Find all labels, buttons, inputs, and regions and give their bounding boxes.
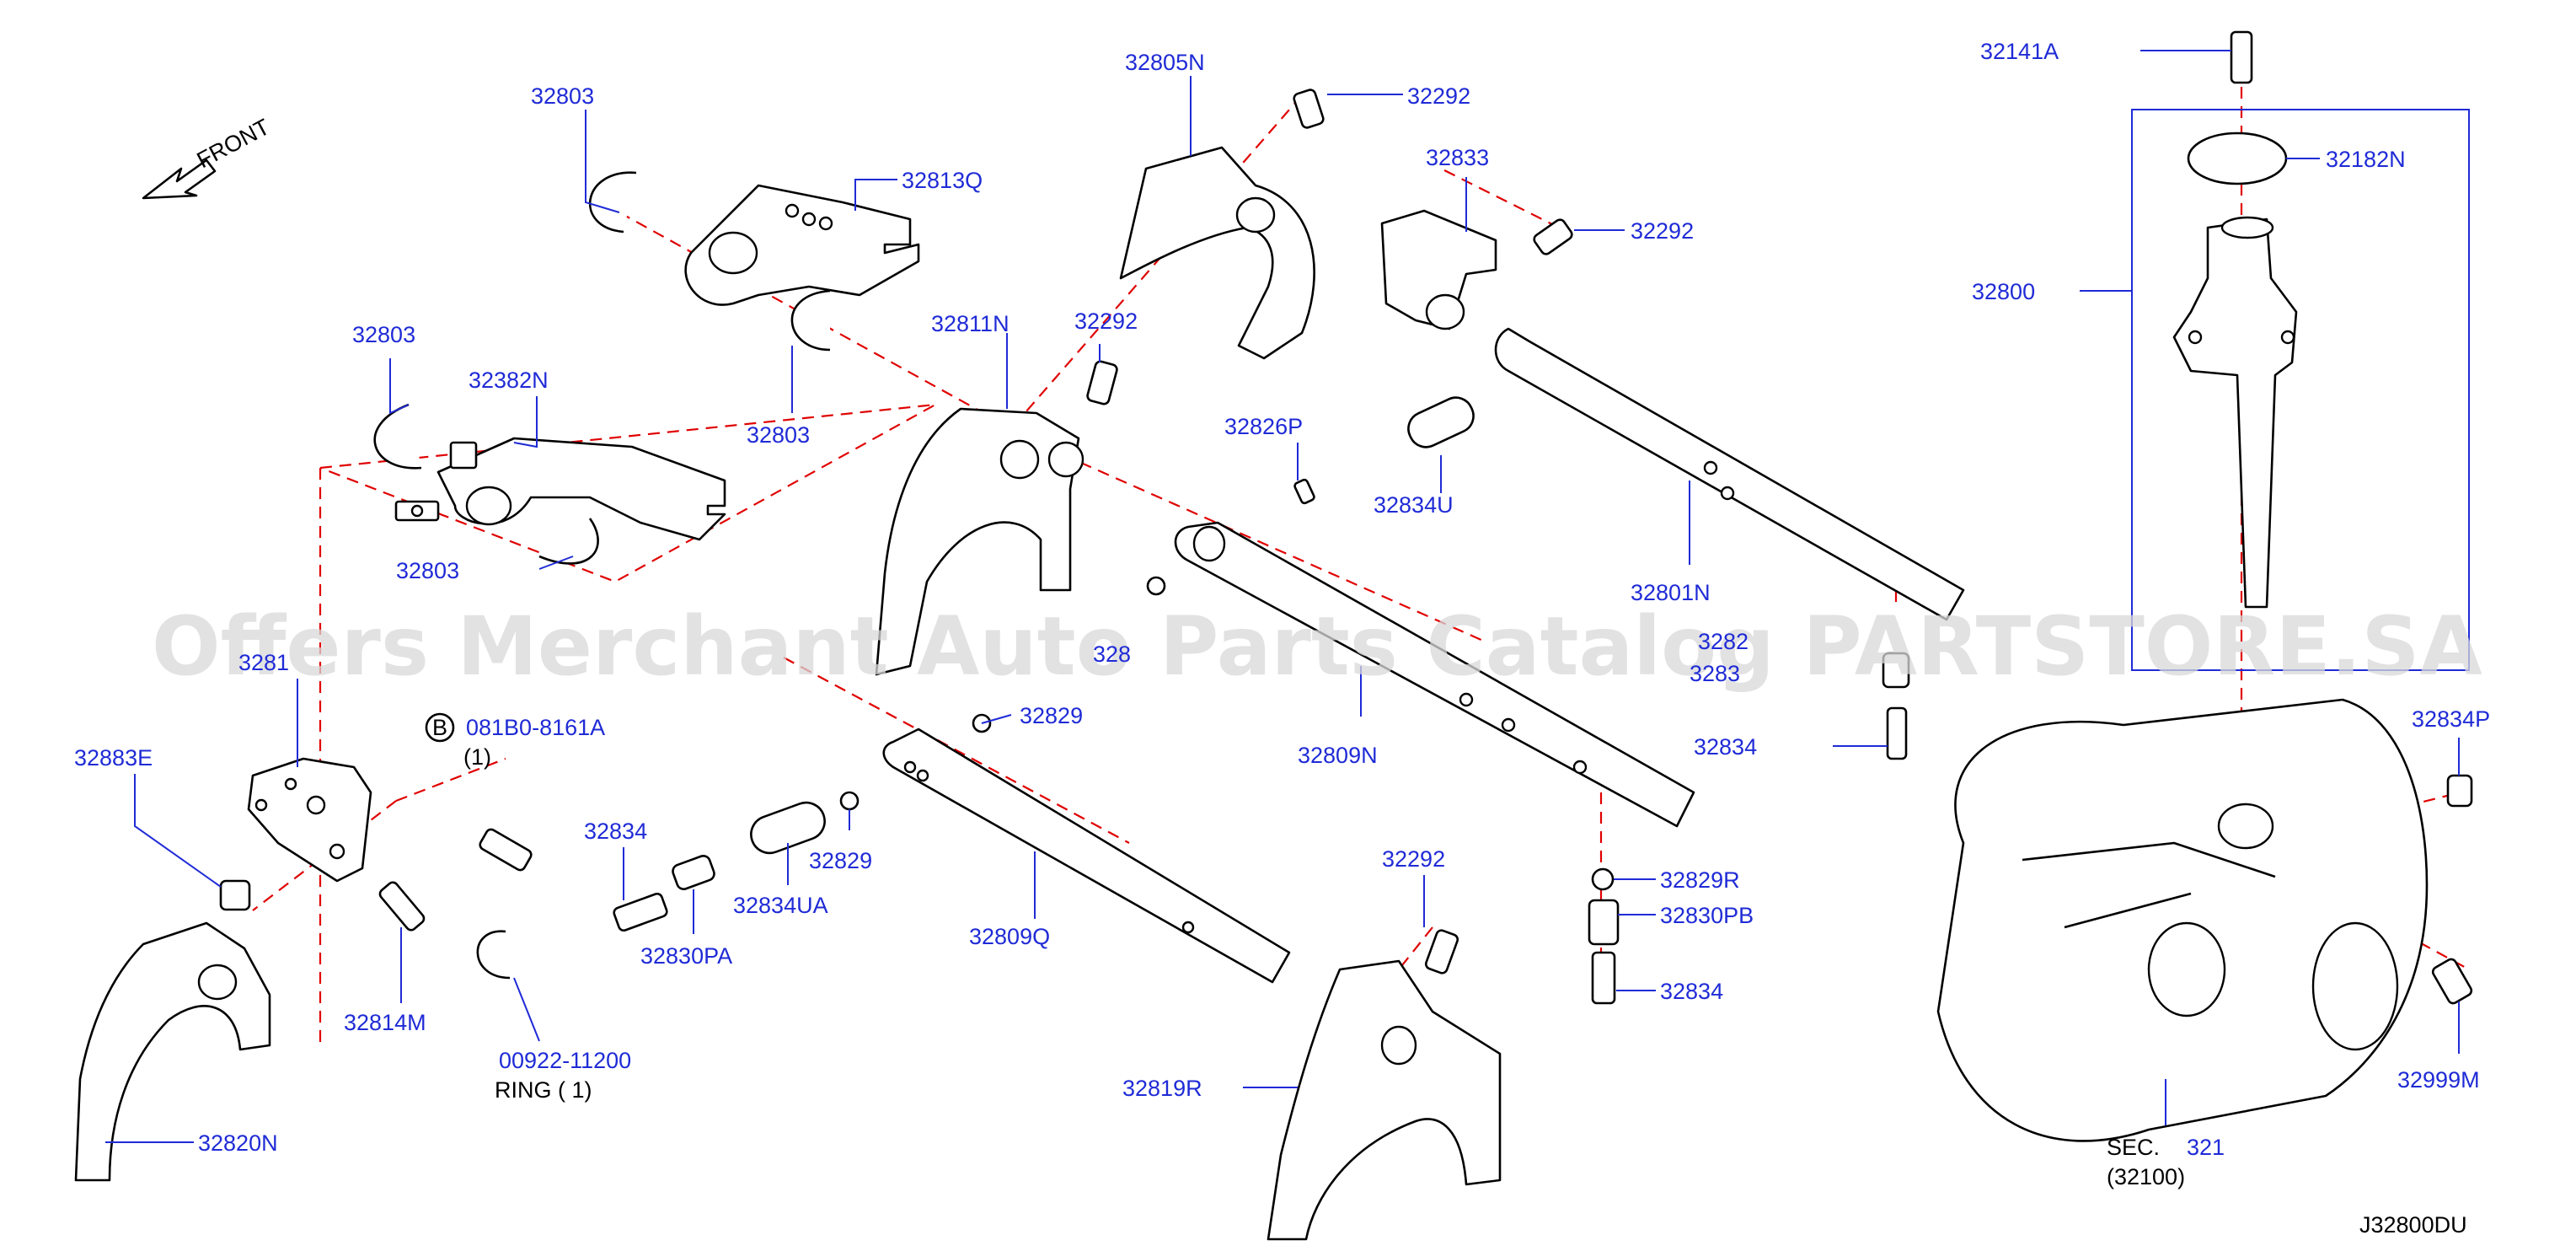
callout-32834-lower[interactable]: 32834 <box>1660 979 1723 1004</box>
callout-32141a[interactable]: 32141A <box>1980 39 2059 64</box>
callout-32829r[interactable]: 32829R <box>1660 867 1740 893</box>
shift-fork-32820n <box>74 921 271 1182</box>
ball-32829r <box>1591 867 1615 891</box>
spring-3283x <box>1882 652 1910 689</box>
callout-32830pb[interactable]: 32830PB <box>1660 903 1754 928</box>
spring-cap-32834ua <box>750 801 826 855</box>
callout-32829-a[interactable]: 32829 <box>1020 703 1083 728</box>
front-label: FRONT <box>193 114 274 173</box>
snap-ring-32803-left <box>373 403 422 470</box>
callout-3282x[interactable]: 3282 <box>1698 629 1749 654</box>
bolt-081b0 <box>479 828 533 872</box>
ring-00922 <box>476 930 511 980</box>
watermark: Offers Merchant Auto Parts Catalog PARTS… <box>152 599 2482 694</box>
callout-32292-c[interactable]: 32292 <box>1074 309 1138 334</box>
assembly-frame-32800 <box>2131 109 2470 671</box>
callout-32826p[interactable]: 32826P <box>1224 414 1303 439</box>
callout-3281x[interactable]: 3281 <box>238 650 289 675</box>
pin-32292-right <box>1533 218 1573 255</box>
bolt-32141a <box>2230 30 2253 84</box>
spring-32830pa <box>672 854 715 891</box>
shift-lever-32382n <box>394 437 726 541</box>
front-arrow-icon <box>142 158 217 200</box>
callout-32803-b[interactable]: 32803 <box>352 322 415 347</box>
callout-32803-c[interactable]: 32803 <box>747 422 810 448</box>
callout-32292-b[interactable]: 32292 <box>1631 218 1694 244</box>
pin-32292-mid <box>1086 360 1118 405</box>
spring-cap-32834u <box>1407 396 1475 448</box>
ball-32829-upper <box>1146 576 1166 596</box>
snap-ring-32803-top <box>588 171 637 234</box>
shift-fork-32811n <box>875 407 1084 676</box>
bolt-32834-lower <box>1591 951 1616 1005</box>
callout-32809n[interactable]: 32809N <box>1298 743 1378 768</box>
shift-fork-32819r <box>1267 959 1502 1241</box>
ball-32829-b <box>839 791 860 811</box>
callout-32292-a[interactable]: 32292 <box>1407 83 1470 109</box>
callout-32999m[interactable]: 32999M <box>2397 1067 2480 1093</box>
callout-32834-upper[interactable]: 32834 <box>1694 734 1757 760</box>
callout-328xx[interactable]: 328 <box>1093 642 1131 667</box>
snap-ring-32803-low <box>538 518 599 565</box>
callout-32382n[interactable]: 32382N <box>469 368 549 393</box>
section-ref: (32100) <box>2107 1164 2185 1189</box>
callout-32830pa[interactable]: 32830PA <box>640 943 732 969</box>
pin-32292-low <box>1424 929 1459 974</box>
callout-32813q[interactable]: 32813Q <box>902 168 983 193</box>
callout-32811n[interactable]: 32811N <box>931 311 1010 336</box>
callout-32819r[interactable]: 32819R <box>1122 1076 1202 1101</box>
callout-32809q[interactable]: 32809Q <box>969 924 1050 949</box>
bracket-3281x <box>247 757 372 883</box>
callout-32292-d[interactable]: 32292 <box>1382 846 1445 872</box>
callout-32814m[interactable]: 32814M <box>344 1010 426 1035</box>
part-drawings <box>74 30 2473 1241</box>
callout-32800[interactable]: 32800 <box>1972 279 2035 304</box>
callout-3283x[interactable]: 3283 <box>1690 661 1740 686</box>
callout-32805n[interactable]: 32805N <box>1125 50 1205 75</box>
o-ring-32182n <box>2187 132 2288 185</box>
callout-32834ua[interactable]: 32834UA <box>733 893 828 918</box>
bracket-32833 <box>1380 209 1497 330</box>
callout-081b0-8161a[interactable]: 081B0-8161A <box>466 715 605 740</box>
shift-rod-32809n <box>1174 521 1695 828</box>
callout-081b0-qty: (1) <box>463 744 491 770</box>
snap-ring-32803-mid <box>790 289 831 352</box>
shift-rod-32801n <box>1494 327 1965 621</box>
bolt-32999m <box>2431 958 2473 1005</box>
callout-32182n[interactable]: 32182N <box>2326 147 2406 172</box>
callout-32803-d[interactable]: 32803 <box>396 558 459 583</box>
spring-32830pb <box>1588 899 1620 946</box>
callout-ring-qty: RING ( 1) <box>495 1077 592 1103</box>
shift-lever-assembly-32800 <box>2172 216 2298 609</box>
callout-32834-left[interactable]: 32834 <box>584 819 647 844</box>
callout-32829-b[interactable]: 32829 <box>809 848 872 873</box>
callout-00922-11200[interactable]: 00922-11200 <box>499 1048 631 1073</box>
bolt-32834-left <box>613 892 668 932</box>
leader-lines <box>105 50 2460 1143</box>
bolt-32834-upper <box>1886 706 1908 760</box>
bolt-symbol-b: B <box>432 715 447 740</box>
pin-32814m <box>378 881 426 932</box>
section-link-321[interactable]: 321 <box>2187 1135 2225 1160</box>
bolt-symbol-circle <box>425 712 455 743</box>
shift-lever-32813q <box>684 184 920 306</box>
transmission-case <box>1936 698 2429 1142</box>
callout-32883e[interactable]: 32883E <box>74 745 153 770</box>
callout-32820n[interactable]: 32820N <box>198 1130 278 1156</box>
pin-32292-top <box>1293 89 1325 129</box>
plug-32834p <box>2446 774 2473 808</box>
callout-32834u[interactable]: 32834U <box>1374 492 1454 518</box>
shift-rod-32809q <box>882 728 1291 984</box>
callout-32833[interactable]: 32833 <box>1426 145 1489 170</box>
shift-fork-32805n <box>1119 146 1315 360</box>
section-prefix: SEC. <box>2107 1135 2160 1160</box>
drawing-code: J32800DU <box>2359 1212 2467 1238</box>
callout-32834p[interactable]: 32834P <box>2412 706 2490 732</box>
cap-32883e <box>219 879 251 911</box>
callout-32803-a[interactable]: 32803 <box>531 83 594 109</box>
callout-32801n[interactable]: 32801N <box>1631 580 1711 605</box>
pin-32826p <box>1293 478 1315 505</box>
